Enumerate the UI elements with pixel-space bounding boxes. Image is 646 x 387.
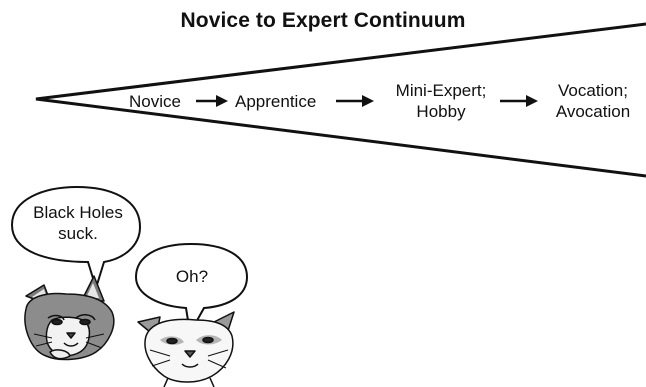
speech-text-left: Black Holes suck.: [33, 203, 123, 243]
stage-label-mini-expert: Mini-Expert; Hobby: [395, 81, 487, 121]
cat-right-illustration: [137, 311, 235, 387]
stage-label-apprentice: Apprentice: [235, 92, 317, 111]
arrow-miniexpert-vocation: [500, 95, 538, 107]
continuum-wedge: [35, 22, 646, 178]
stage-label-vocation: Vocation; Avocation: [555, 81, 631, 121]
speech-bubble-left: [10, 185, 142, 292]
arrow-novice-apprentice: [196, 95, 228, 107]
diagram-title: Novice to Expert Continuum: [180, 9, 466, 32]
arrow-apprentice-miniexpert: [336, 95, 374, 107]
cat-left-illustration: [24, 275, 115, 361]
speech-text-right: Oh?: [175, 267, 209, 286]
stage-label-novice: Novice: [129, 92, 181, 111]
